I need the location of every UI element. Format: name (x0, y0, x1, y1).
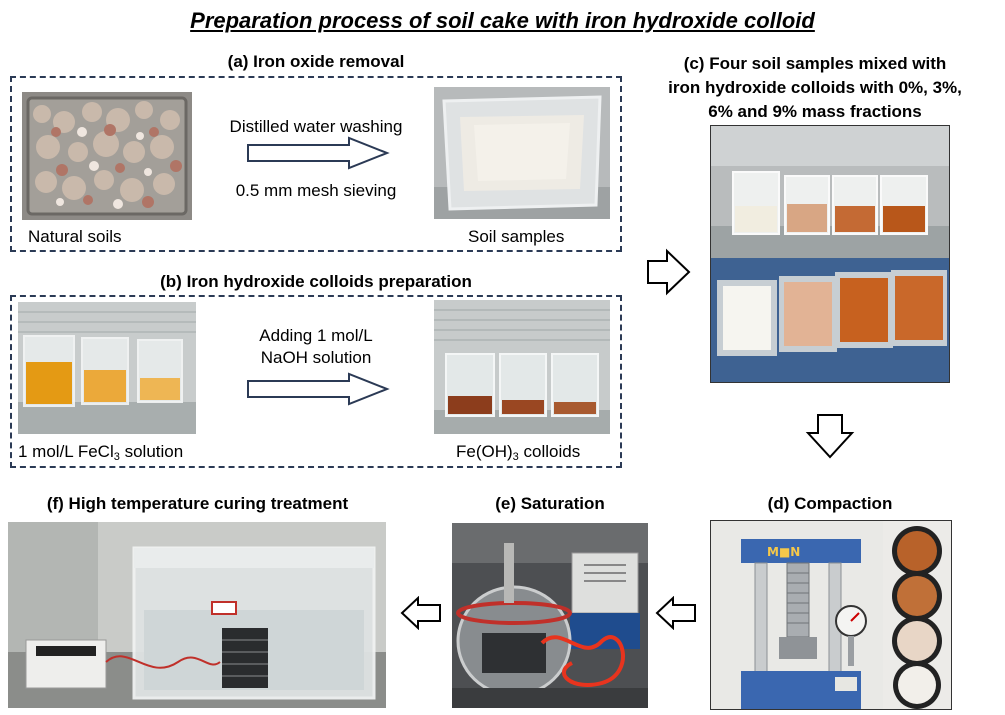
panel-b-header: (b) Iron hydroxide colloids preparation (160, 272, 472, 291)
svg-text:M■N: M■N (767, 545, 800, 559)
panel-a-right-arrow (247, 136, 390, 170)
fecl3-solution-caption: 1 mol/L FeCl3 solution (18, 442, 183, 463)
panel-b-right-arrow (247, 372, 390, 406)
panel-c-header-line2: iron hydroxide colloids with 0%, 3%, (668, 78, 962, 97)
naoh-step-label-line1: Adding 1 mol/L (259, 326, 373, 345)
arrow-to-panel-d (805, 414, 855, 459)
fecl3-caption-tail: solution (119, 442, 184, 461)
soil-samples-caption: Soil samples (468, 227, 565, 246)
fecl3-solution-photo (18, 302, 196, 434)
arrow-to-panel-f (400, 596, 441, 630)
feoh3-colloid-photo (434, 300, 610, 434)
panel-a-box (10, 76, 622, 252)
panel-c-header: (c) Four soil samples mixed with iron hy… (655, 52, 975, 124)
washing-step-label: Distilled water washing (229, 117, 403, 136)
panel-e-header: (e) Saturation (495, 494, 605, 513)
panel-c-header-line1: (c) Four soil samples mixed with (683, 54, 947, 73)
naoh-step-label-line2: NaOH solution (260, 348, 372, 367)
soil-samples-photo (434, 87, 610, 219)
panel-a-header: (a) Iron oxide removal (227, 52, 405, 71)
mixed-soil-samples-photo (710, 125, 950, 383)
panel-d-header: (d) Compaction (767, 494, 893, 513)
natural-soils-caption: Natural soils (28, 227, 122, 246)
fecl3-caption-main: 1 mol/L FeCl (18, 442, 114, 461)
panel-c-header-line3: 6% and 9% mass fractions (708, 102, 922, 121)
fecl3-caption-subscript: 3 (113, 451, 120, 463)
panel-f-header: (f) High temperature curing treatment (46, 494, 349, 513)
feoh3-caption-tail: colloids (518, 442, 581, 461)
arrow-to-panel-e (655, 596, 696, 630)
sieving-step-label: 0.5 mm mesh sieving (235, 181, 397, 200)
panel-b-box (10, 295, 622, 468)
feoh3-colloid-caption: Fe(OH)3 colloids (456, 442, 580, 463)
natural-soils-photo (22, 92, 192, 220)
feoh3-caption-main: Fe(OH) (456, 442, 513, 461)
feoh3-caption-subscript: 3 (512, 451, 519, 463)
figure-title: Preparation process of soil cake with ir… (190, 8, 815, 33)
compaction-press-photo: M■N (710, 520, 952, 710)
saturation-photo (452, 523, 648, 708)
curing-treatment-photo (8, 522, 386, 708)
arrow-to-panel-c (647, 248, 691, 296)
